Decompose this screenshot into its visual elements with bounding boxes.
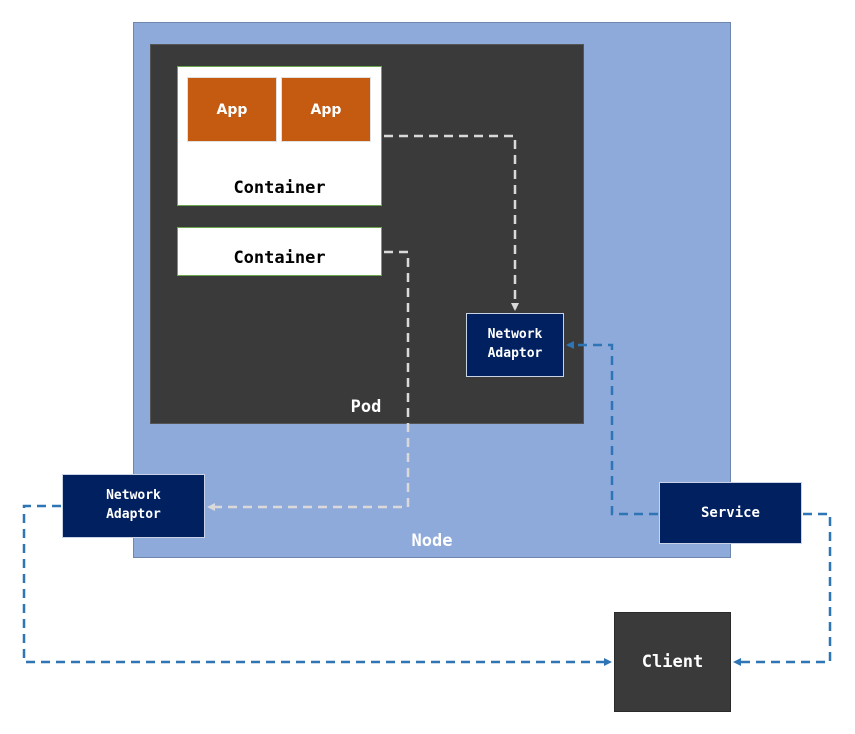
node-network-adaptor: Network Adaptor [62, 474, 205, 538]
container-2-label: Container [233, 248, 326, 268]
pod-network-adaptor-line1: Network [487, 327, 543, 343]
pod-network-adaptor: Network Adaptor [466, 313, 564, 377]
node-label: Node [411, 531, 453, 551]
app-1: App [187, 77, 277, 142]
client-box: Client [614, 612, 731, 712]
pod-label: Pod [350, 397, 382, 417]
client-label: Client [641, 652, 704, 672]
pod-network-adaptor-line2: Adaptor [487, 346, 543, 361]
node-network-adaptor-line1: Network [106, 488, 161, 504]
service-label: Service [700, 504, 760, 521]
node-network-adaptor-line2: Adaptor [106, 507, 161, 522]
service-box: Service [659, 482, 802, 544]
container-1-label: Container [233, 178, 326, 198]
app-2: App [281, 77, 371, 142]
